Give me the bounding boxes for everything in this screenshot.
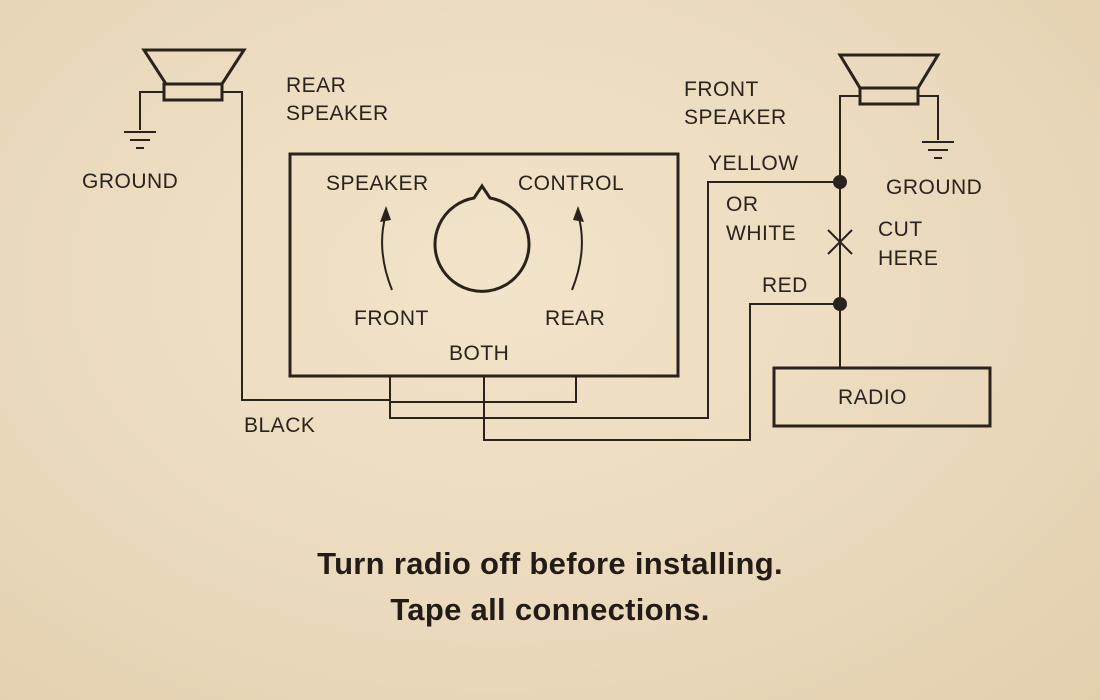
control-both-label: BOTH <box>449 342 509 365</box>
instruction-line-1: Turn radio off before installing. <box>317 546 783 581</box>
cut-here-icon <box>827 229 853 255</box>
ground-right-label: GROUND <box>886 176 982 199</box>
control-control-label: CONTROL <box>518 172 624 195</box>
front-speaker-feed-wire <box>839 95 860 368</box>
control-front-label: FRONT <box>354 307 429 330</box>
ground-left-label: GROUND <box>82 170 178 193</box>
cut-here-label-line2: HERE <box>878 247 938 270</box>
or-white-label-line1: OR <box>726 193 759 216</box>
ground-left-icon <box>124 91 164 149</box>
front-speaker-label-line2: SPEAKER <box>684 106 787 129</box>
radio-label: RADIO <box>838 386 907 409</box>
red-wire <box>483 303 840 441</box>
yellow-wire <box>389 181 840 419</box>
black-wire <box>222 91 390 401</box>
ground-right-icon <box>918 95 954 159</box>
front-arrow-icon <box>381 213 393 291</box>
front-arrowhead-icon <box>380 206 391 222</box>
rear-arrowhead-icon <box>573 206 584 222</box>
rear-arrow-icon <box>571 213 583 291</box>
control-rear-label: REAR <box>545 307 605 330</box>
or-white-label-line2: WHITE <box>726 222 796 245</box>
radio-box <box>772 366 992 428</box>
selector-knob <box>433 183 531 293</box>
yellow-wire-label: YELLOW <box>708 152 799 175</box>
black-wire-label: BLACK <box>244 414 315 437</box>
rear-speaker-label-line1: REAR <box>286 74 346 97</box>
control-speaker-label: SPEAKER <box>326 172 429 195</box>
rear-speaker-label-line2: SPEAKER <box>286 102 389 125</box>
front-speaker-label-line1: FRONT <box>684 78 759 101</box>
instruction-line-2: Tape all connections. <box>390 592 710 627</box>
cut-here-label-line1: CUT <box>878 218 923 241</box>
red-wire-label: RED <box>762 274 808 297</box>
